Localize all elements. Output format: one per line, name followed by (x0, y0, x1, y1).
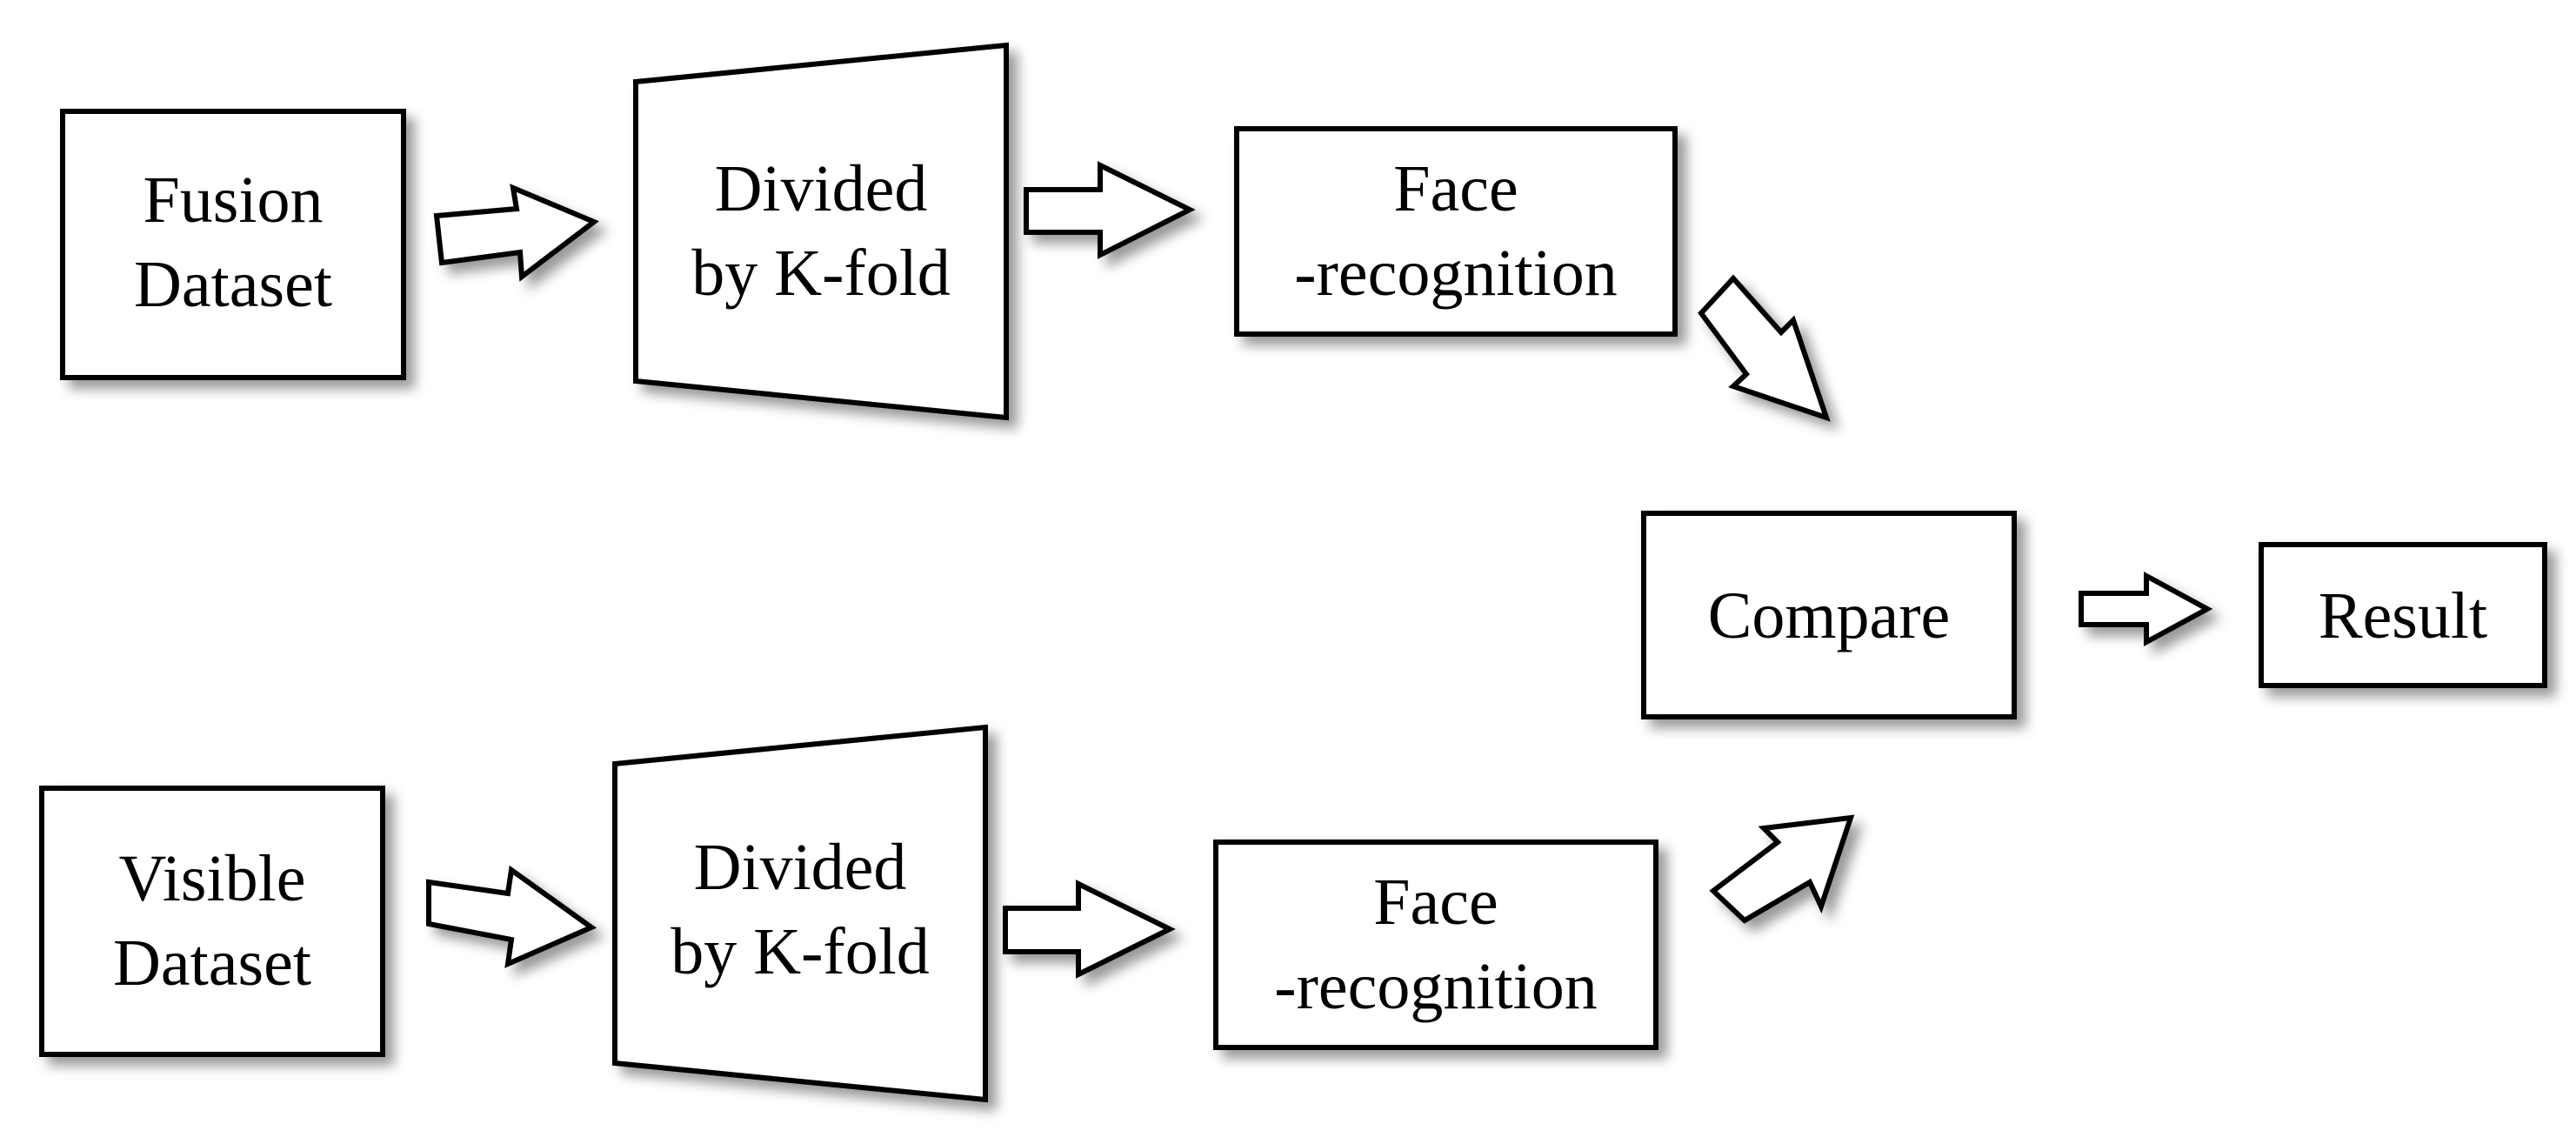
divided-top-label-line1: Divided (715, 152, 928, 225)
face-recognition-bottom-label-line1: Face (1373, 866, 1498, 939)
arrow-fusion-to-divided (433, 184, 599, 282)
arrow-divided-to-face-bottom (1003, 880, 1176, 979)
compare-label: Compare (1708, 579, 1951, 652)
result-node: Result (2259, 542, 2547, 688)
face-recognition-bottom-node: Face -recognition (1213, 840, 1658, 1050)
arrow-compare-to-result (2079, 571, 2213, 647)
fusion-dataset-label-line2: Dataset (134, 248, 332, 321)
fusion-dataset-label-line1: Fusion (143, 164, 324, 237)
divided-bottom-label-line1: Divided (694, 831, 907, 904)
divided-kfold-bottom-node: Divided by K-fold (612, 724, 988, 1103)
arrow-divided-to-face-top (1024, 161, 1196, 259)
compare-node: Compare (1641, 511, 2017, 719)
arrow-face-bottom-to-compare (1709, 814, 1855, 924)
face-recognition-bottom-label-line2: -recognition (1274, 950, 1597, 1023)
divided-kfold-top-node: Divided by K-fold (633, 42, 1009, 421)
visible-dataset-node: Visible Dataset (39, 786, 385, 1057)
fusion-dataset-node: Fusion Dataset (60, 109, 406, 380)
face-recognition-top-label-line2: -recognition (1294, 237, 1617, 310)
divided-bottom-label-line2: by K-fold (671, 915, 930, 988)
result-label: Result (2319, 579, 2487, 652)
face-recognition-top-node: Face -recognition (1234, 126, 1678, 337)
divided-top-label-line2: by K-fold (691, 237, 951, 310)
arrow-visible-to-divided (426, 865, 597, 968)
visible-dataset-label-line2: Dataset (113, 927, 311, 1000)
arrow-face-top-to-compare (1698, 274, 1831, 422)
face-recognition-top-label-line1: Face (1393, 152, 1518, 225)
visible-dataset-label-line1: Visible (119, 842, 306, 915)
